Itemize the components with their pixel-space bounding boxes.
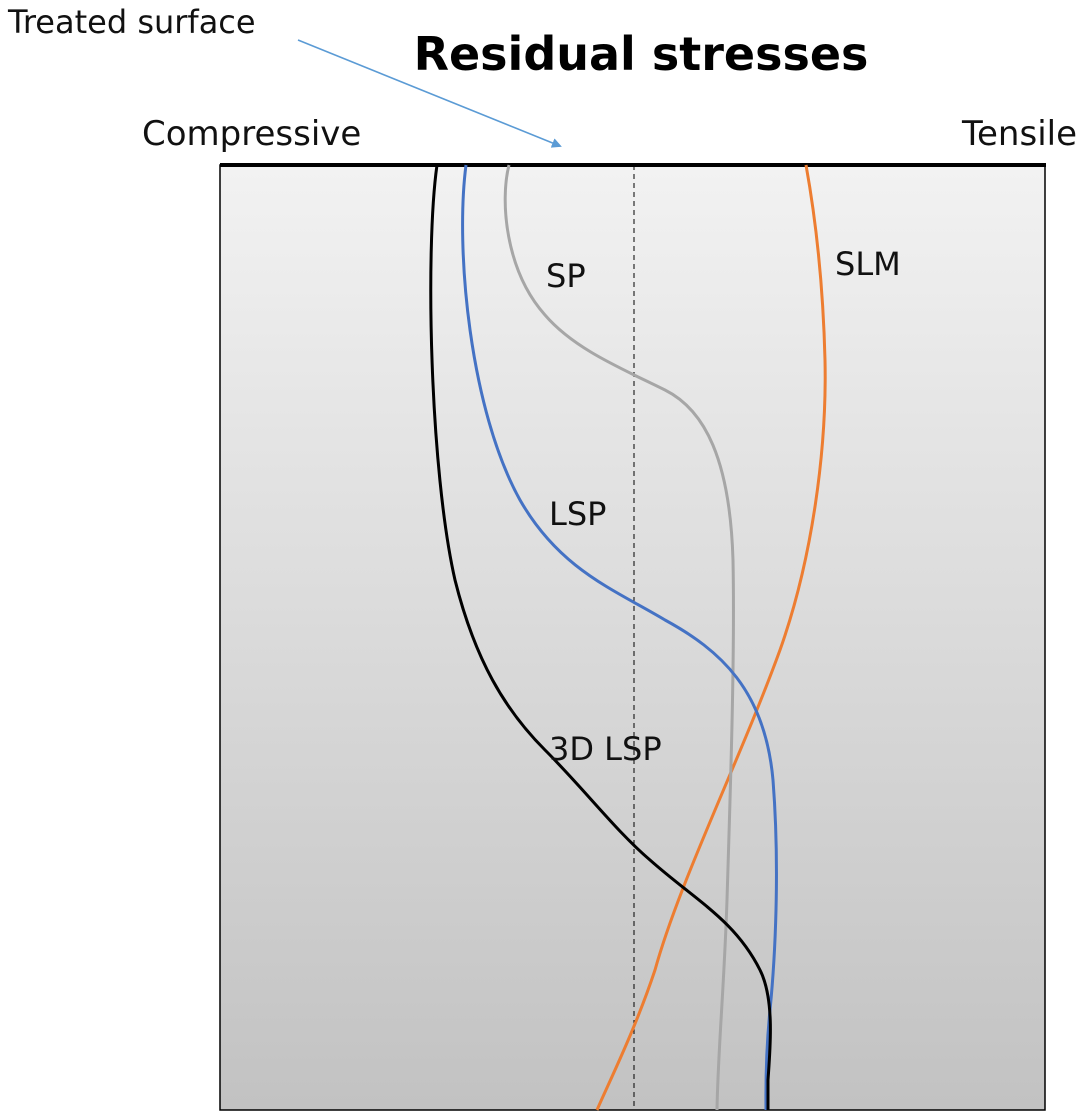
slm-label: SLM [835, 245, 901, 283]
treated-surface-arrow [297, 39, 562, 148]
sp-curve [503, 164, 735, 1111]
3d-lsp-curve [429, 164, 772, 1110]
compressive-label: Compressive [142, 114, 361, 154]
material-panel [219, 164, 1046, 1111]
tensile-label: Tensile [961, 114, 1077, 154]
diagram-title: Residual stresses [414, 27, 869, 81]
sp-label: SP [546, 257, 586, 295]
lsp-label: LSP [549, 495, 606, 533]
3d-lsp-label: 3D LSP [549, 730, 662, 768]
slm-curve [595, 164, 827, 1111]
treated-surface-label: Treated surface [7, 3, 256, 41]
